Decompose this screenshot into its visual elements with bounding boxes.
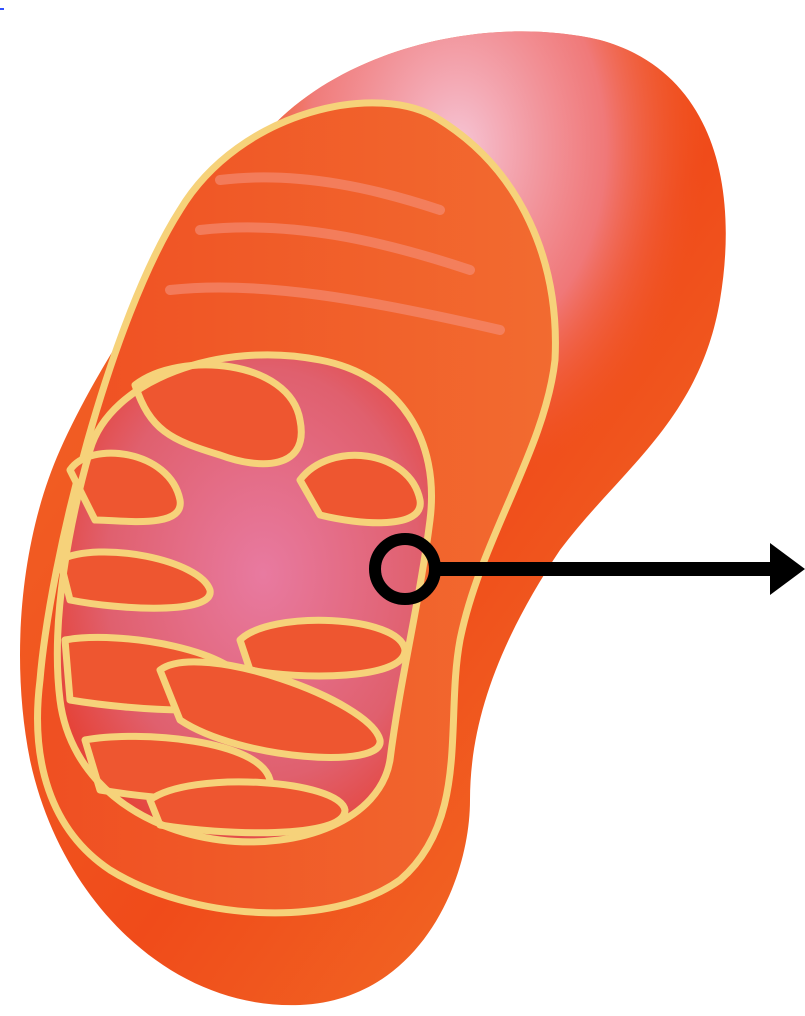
crista-7	[240, 620, 405, 676]
pointer-arrowhead	[770, 543, 805, 595]
crista-9	[150, 782, 345, 833]
